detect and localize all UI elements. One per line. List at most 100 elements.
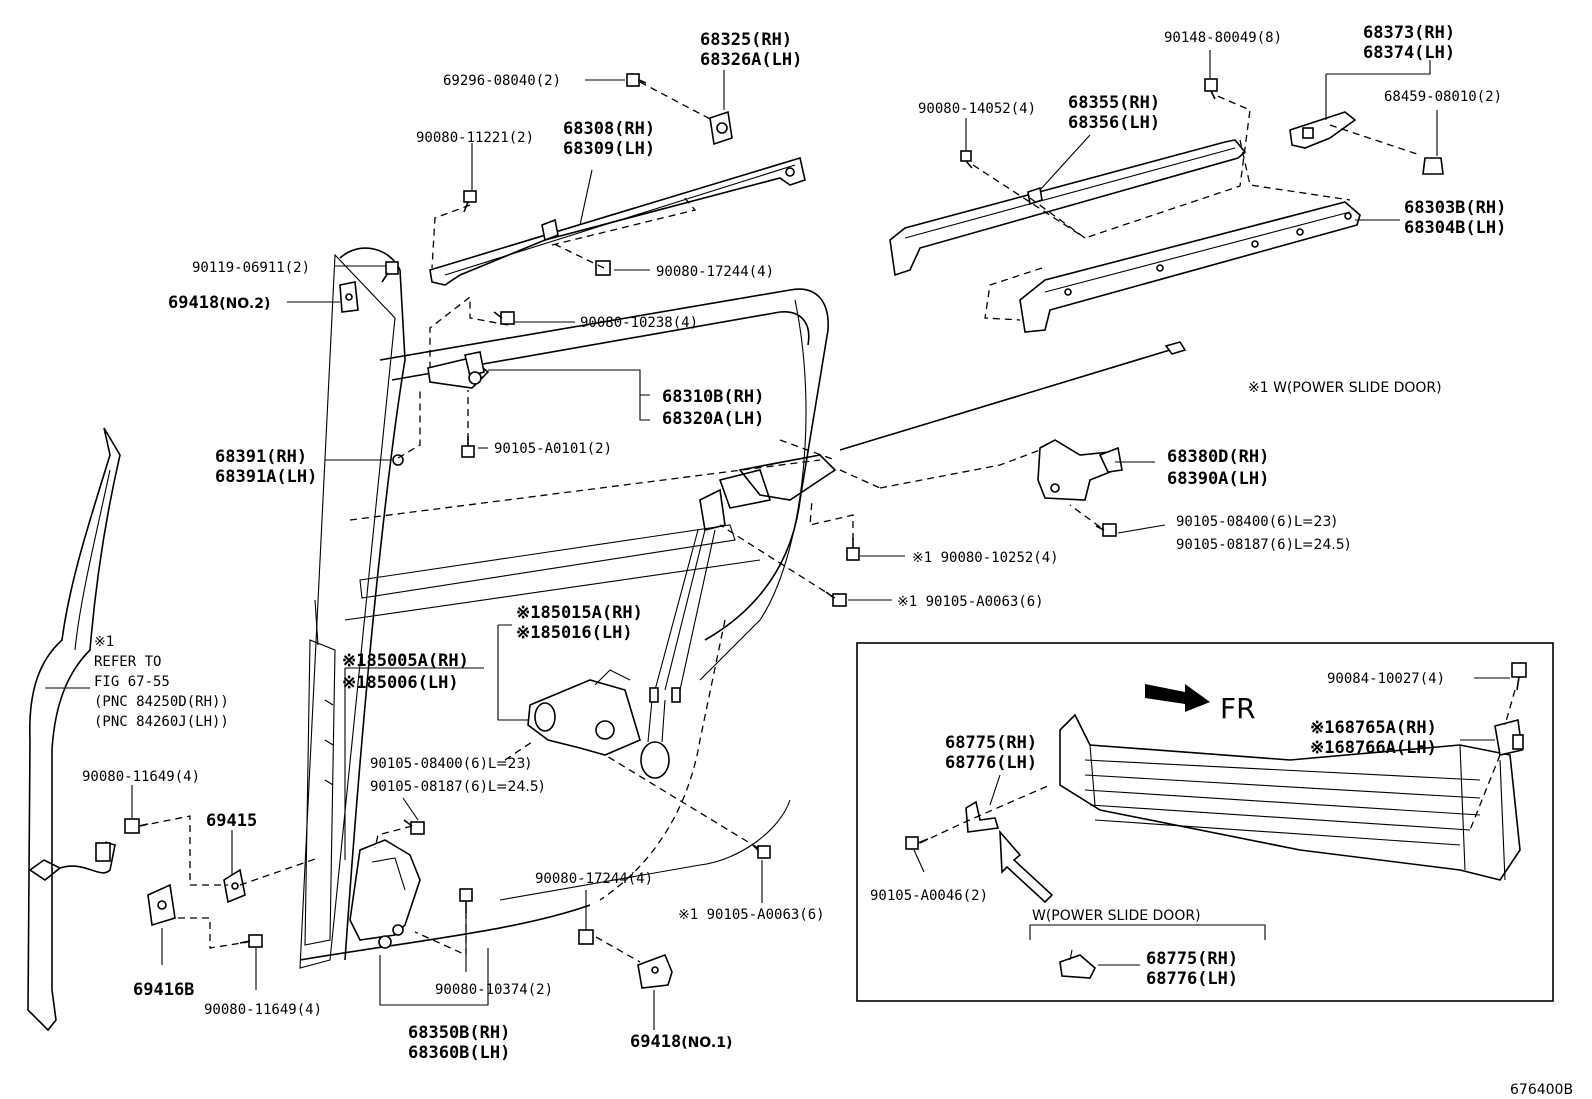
hinge-68380d: [1037, 439, 1123, 501]
clip-68459: [1422, 157, 1444, 175]
note-ref-mark: ※1: [94, 634, 114, 650]
label-68350b: 68350B(RH): [408, 1023, 510, 1043]
bracket-69415: [223, 868, 246, 904]
label-68308: 68308(RH): [563, 119, 655, 139]
bolt-90080-11649-l: [124, 818, 149, 834]
label-90105-08187-l: 90105-08187(6)L=24.5): [370, 779, 544, 795]
slide-door-motor: [527, 669, 641, 756]
label-85015a: ※185015A(RH): [516, 603, 643, 623]
label-68304b: 68304B(LH): [1404, 218, 1506, 238]
bolt-90080-17244-lower: [578, 929, 594, 945]
door-panel-outline: [299, 247, 829, 969]
bolt-90080-14052: [960, 150, 973, 169]
inset-power-slide-door: [856, 642, 1554, 1002]
label-90080-10238: 90080-10238(4): [580, 315, 698, 331]
center-rail-68303b: [1019, 201, 1361, 333]
bolt-90148: [1204, 78, 1218, 100]
bolt-90119: [381, 261, 399, 283]
upper-hinge-68310b: [427, 351, 490, 389]
label-68325: 68325(RH): [700, 30, 792, 50]
center-linkage: [654, 454, 837, 691]
bolt-90080-10238: [493, 311, 515, 325]
label-85016: ※185016(LH): [516, 623, 633, 643]
label-90080-17244-lower: 90080-17244(4): [535, 871, 653, 887]
note-pnc-rh: (PNC 84250D(RH)): [94, 694, 229, 710]
label-68459: 68459-08010(2): [1384, 89, 1502, 105]
label-90080-10374: 90080-10374(2): [435, 982, 553, 998]
assembly-lines: [139, 81, 1421, 963]
label-90105-08187-r: 90105-08187(6)L=24.5): [1176, 537, 1350, 553]
label-68776-lower: 68776(LH): [1146, 969, 1238, 989]
roller-bracket-68325: [709, 110, 733, 146]
note-power-slide-door-inset: W(POWER SLIDE DOOR): [1032, 908, 1201, 924]
bracket-69418-no2: [339, 281, 359, 313]
note-pnc-lh: (PNC 84260J(LH)): [94, 714, 229, 730]
cable-loop: [640, 687, 681, 779]
label-68391: 68391(RH): [215, 447, 307, 467]
note-fig: FIG 67-55: [94, 674, 170, 690]
leader-lines: [45, 50, 1438, 1030]
label-68320a: 68320A(LH): [662, 409, 764, 429]
bolt-90080-11221: [463, 190, 477, 213]
bolt-90105-08400-l: [403, 819, 425, 835]
label-68391a: 68391A(LH): [215, 467, 317, 487]
label-90148: 90148-80049(8): [1164, 30, 1282, 46]
label-90105-a0063-upper: ※1 90105-A0063(6): [897, 594, 1044, 610]
label-90080-11649-b: 90080-11649(4): [204, 1002, 322, 1018]
label-68360b: 68360B(LH): [408, 1043, 510, 1063]
label-68374: 68374(LH): [1363, 43, 1455, 63]
label-69415: 69415: [206, 811, 257, 831]
label-68380d: 68380D(RH): [1167, 447, 1269, 467]
bolt-90080-11649-b: [239, 934, 263, 948]
label-68355: 68355(RH): [1068, 93, 1160, 113]
label-68310b: 68310B(RH): [662, 387, 764, 407]
label-90080-11649-l: 90080-11649(4): [82, 769, 200, 785]
cable-end: [1164, 341, 1187, 355]
label-85006: ※185006(LH): [342, 673, 459, 693]
label-69418-no2: 69418(NO.2): [168, 293, 270, 313]
label-68303b: 68303B(RH): [1404, 198, 1506, 218]
label-68356: 68356(LH): [1068, 113, 1160, 133]
label-90105-08400-l: 90105-08400(6)L=23): [370, 756, 531, 772]
label-90105-a0101: 90105-A0101(2): [494, 441, 612, 457]
label-68765a: ※168765A(RH): [1310, 718, 1437, 738]
label-68390a: 68390A(LH): [1167, 469, 1269, 489]
label-90080-11221: 90080-11221(2): [416, 130, 534, 146]
stopper-68373: [1289, 111, 1357, 149]
control-cable: [839, 349, 1171, 451]
bolt-69296: [626, 73, 647, 87]
label-85005a: ※185005A(RH): [342, 651, 469, 671]
bracket-69418-no1: [637, 953, 673, 989]
callout-labels: 68325(RH) 68326A(LH) 69296-08040(2) 9008…: [82, 23, 1573, 1098]
bolt-90080-10252: [846, 538, 860, 561]
note-power-slide-door: ※1 W(POWER SLIDE DOOR): [1248, 380, 1442, 396]
upper-guide-68355: [889, 139, 1247, 277]
label-90080-10252: ※1 90080-10252(4): [912, 550, 1059, 566]
label-90080-14052: 90080-14052(4): [918, 101, 1036, 117]
label-68775-lower: 68775(RH): [1146, 949, 1238, 969]
upper-rail-68308: [429, 156, 806, 286]
weatherstrip-84250d: [27, 427, 121, 1032]
bolt-90105-a0063-upper: [825, 591, 847, 607]
label-90105-a0063-lower: ※1 90105-A0063(6): [678, 907, 825, 923]
label-90119: 90119-06911(2): [192, 260, 310, 276]
label-68775-upper: 68775(RH): [945, 733, 1037, 753]
bolt-90105-08400-r: [1095, 523, 1117, 537]
label-90084: 90084-10027(4): [1327, 671, 1445, 687]
bracket-69416b: [147, 883, 176, 927]
bolt-68391: [392, 454, 404, 466]
label-68766a: ※168766A(LH): [1310, 738, 1437, 758]
label-68776-upper: 68776(LH): [945, 753, 1037, 773]
label-90105-a0046: 90105-A0046(2): [870, 888, 988, 904]
label-68373: 68373(RH): [1363, 23, 1455, 43]
figure-code: 676400B: [1510, 1082, 1573, 1098]
label-90080-17244-upper: 90080-17244(4): [656, 264, 774, 280]
label-68309: 68309(LH): [563, 139, 655, 159]
front-direction-label: FR: [1220, 692, 1256, 725]
bolt-90080-10374: [459, 888, 473, 913]
lower-roller-68350b: [349, 839, 421, 949]
note-refer-to: REFER TO: [94, 654, 161, 670]
label-69418-no1: 69418(NO.1): [630, 1032, 732, 1052]
label-69296: 69296-08040(2): [443, 73, 561, 89]
